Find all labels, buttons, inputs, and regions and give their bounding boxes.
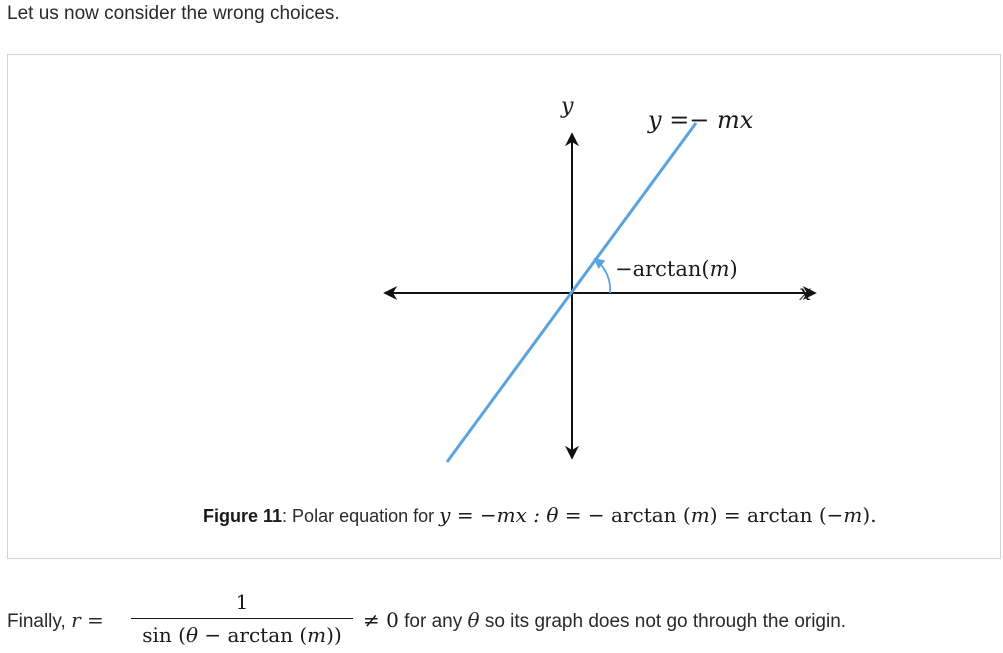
y-axis-label: y: [560, 94, 574, 119]
text-for-any: for any: [398, 611, 468, 632]
caption-eq-lhs: y = −mx :: [439, 503, 547, 527]
polar-line-diagram: y x y =− mx −arctan(m): [383, 94, 817, 463]
finally-equals: =: [80, 608, 104, 632]
text-end: so its graph does not go through the ori…: [479, 611, 847, 632]
finally-lead: Finally,: [7, 611, 72, 632]
intro-text: Let us now consider the wrong choices.: [7, 3, 340, 24]
figure-container: y x y =− mx −arctan(m) Figure 11: Polar …: [7, 54, 1001, 559]
caption-label: Figure 11: [203, 506, 283, 526]
angle-label: −arctan(m): [615, 257, 738, 281]
x-axis-label: x: [799, 281, 812, 306]
caption-text: Polar equation for: [287, 506, 440, 526]
line-equation-label: y =− mx: [647, 106, 754, 134]
caption-eq-m1: m: [690, 503, 710, 527]
caption-eq-end: ).: [862, 503, 877, 527]
finally-r-var: r: [71, 608, 81, 632]
angle-label-close: ): [730, 257, 738, 281]
not-equal-zero: ≠ 0: [363, 608, 399, 632]
fraction-bar: [131, 618, 353, 619]
figure-caption: Figure 11: Polar equation for y = −mx : …: [203, 503, 877, 527]
caption-eq-mid2: ) = arctan (−: [709, 503, 844, 527]
line-y-equals-minus-mx: [445, 122, 698, 463]
caption-eq-theta: θ: [546, 503, 559, 527]
angle-label-var: m: [710, 257, 730, 281]
angle-label-sign: −: [615, 257, 633, 281]
angle-arc: [593, 257, 612, 294]
caption-eq-m2: m: [843, 503, 863, 527]
angle-label-fn: arctan(: [633, 257, 710, 281]
theta-symbol: θ: [467, 608, 480, 632]
fraction-numerator: 1: [235, 590, 249, 614]
caption-colon: :: [282, 506, 288, 526]
caption-eq-mid: = − arctan (: [558, 503, 691, 527]
fraction: 1 sin (θ − arctan (m)): [131, 588, 353, 648]
fraction-denominator: sin (θ − arctan (m)): [142, 623, 342, 647]
